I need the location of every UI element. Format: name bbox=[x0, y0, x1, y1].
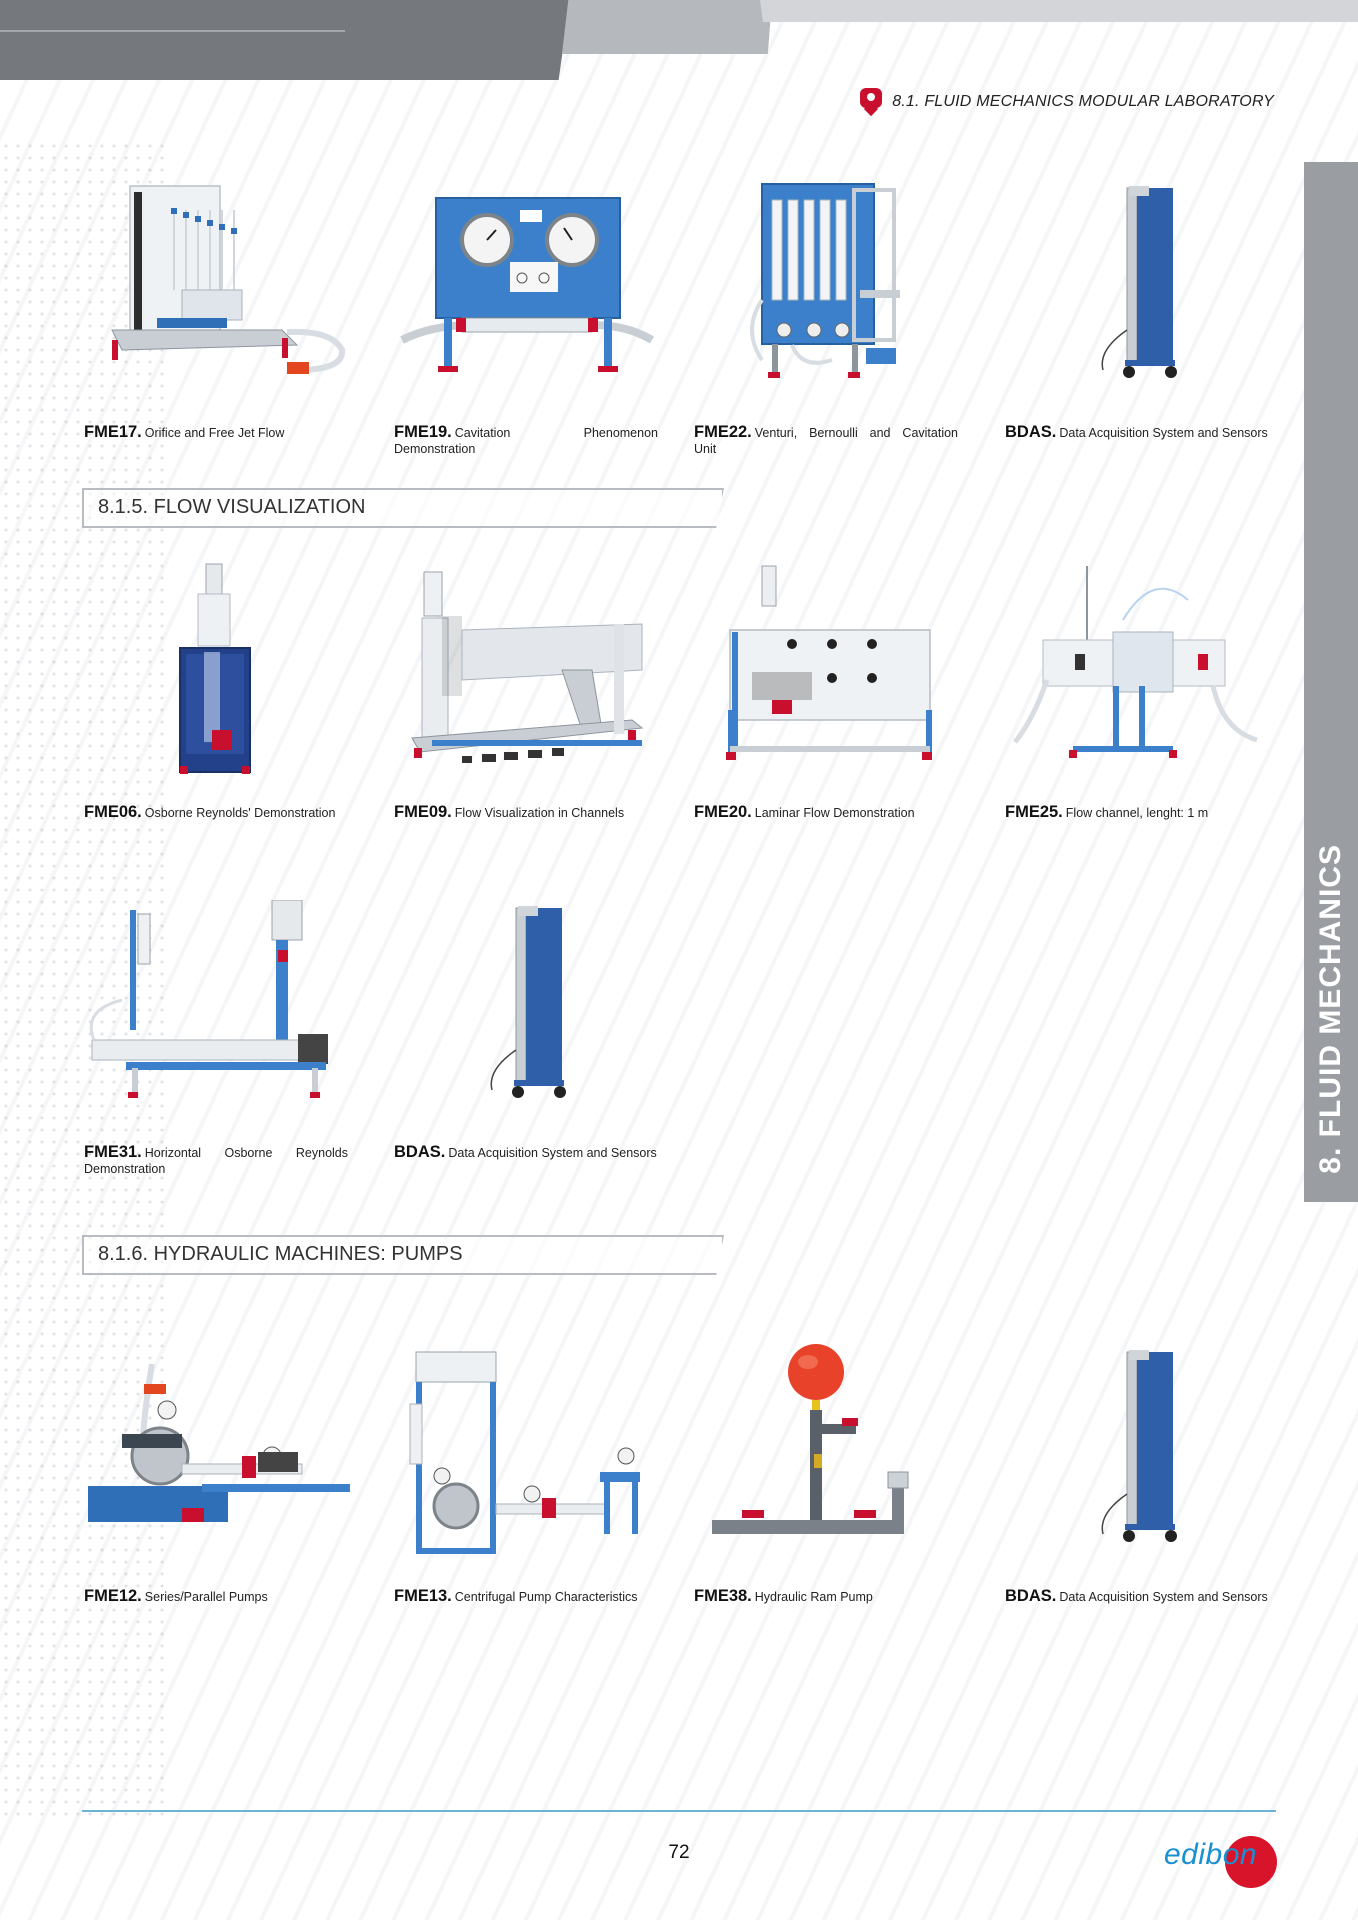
product-caption: FME25.Flow channel, lenght: 1 m bbox=[1005, 804, 1269, 821]
product-code: FME20. bbox=[694, 803, 752, 821]
product-code: FME38. bbox=[694, 1587, 752, 1605]
product-description: Cavitation Phenomenon Demonstration bbox=[394, 426, 658, 456]
product-caption: BDAS.Data Acquisition System and Sensors bbox=[1005, 1588, 1269, 1605]
side-tab bbox=[1304, 162, 1358, 1202]
product-description: Data Acquisition System and Sensors bbox=[448, 1146, 657, 1160]
product-code: FME06. bbox=[84, 803, 142, 821]
subsection-title: 8.1.6. HYDRAULIC MACHINES: PUMPS bbox=[98, 1243, 463, 1265]
product-description: Series/Parallel Pumps bbox=[144, 1590, 268, 1604]
product-description: Flow channel, lenght: 1 m bbox=[1065, 806, 1209, 820]
product-code: BDAS. bbox=[1005, 1587, 1057, 1605]
page-number: 72 bbox=[668, 1842, 690, 1863]
product-caption: BDAS.Data Acquisition System and Sensors bbox=[394, 1144, 658, 1161]
location-pin-icon bbox=[860, 88, 883, 117]
footer-divider bbox=[82, 1810, 1276, 1812]
product-caption: FME31.Horizontal Osborne Reynolds Demons… bbox=[84, 1144, 348, 1177]
product-caption: FME17.Orifice and Free Jet Flow bbox=[84, 424, 348, 441]
product-description: Data Acquisition System and Sensors bbox=[1059, 426, 1268, 440]
section-header: 8.1. FLUID MECHANICS MODULAR LABORATORY bbox=[860, 88, 1274, 117]
product-image-fme12 bbox=[88, 1363, 350, 1522]
section-header-title: 8.1. FLUID MECHANICS MODULAR LABORATORY bbox=[892, 93, 1274, 110]
subsection-hydraulic-machines: 8.1.6. HYDRAULIC MACHINES: PUMPS bbox=[82, 1235, 724, 1275]
product-code: FME31. bbox=[84, 1143, 142, 1161]
product-description: Flow Visualization in Channels bbox=[454, 806, 625, 820]
product-image-fme31 bbox=[89, 900, 328, 1098]
header-band-light bbox=[760, 0, 1358, 22]
product-image-fme13 bbox=[409, 1351, 640, 1554]
product-image-fme17 bbox=[111, 185, 345, 374]
header-band-dark bbox=[0, 0, 570, 80]
product-description: Osborne Reynolds' Demonstration bbox=[144, 806, 336, 820]
product-code: BDAS. bbox=[394, 1143, 446, 1161]
product-description: Orifice and Free Jet Flow bbox=[144, 426, 285, 440]
product-code: FME12. bbox=[84, 1587, 142, 1605]
product-image-fme25 bbox=[1013, 566, 1258, 758]
product-description: Data Acquisition System and Sensors bbox=[1059, 1590, 1268, 1604]
product-caption: FME09.Flow Visualization in Channels bbox=[394, 804, 658, 821]
header-band-mid bbox=[562, 0, 772, 54]
logo-circle-icon bbox=[1225, 1836, 1277, 1888]
product-code: FME13. bbox=[394, 1587, 452, 1605]
product-caption: BDAS.Data Acquisition System and Sensors bbox=[1005, 424, 1269, 441]
product-caption: FME06.Osborne Reynolds' Demonstration bbox=[84, 804, 348, 821]
product-image-bdas bbox=[1101, 186, 1177, 378]
side-tab-label: 8. FLUID MECHANICS bbox=[1314, 844, 1347, 1174]
product-image-fme09 bbox=[411, 571, 644, 763]
background-dot-pattern bbox=[0, 140, 170, 1820]
product-caption: FME12.Series/Parallel Pumps bbox=[84, 1588, 348, 1605]
product-image-fme38 bbox=[712, 1344, 909, 1534]
product-description: Hydraulic Ram Pump bbox=[754, 1590, 873, 1604]
subsection-title: 8.1.5. FLOW VISUALIZATION bbox=[98, 496, 366, 518]
product-image-fme19 bbox=[400, 197, 655, 372]
product-image-fme20 bbox=[726, 565, 932, 760]
product-code: FME17. bbox=[84, 423, 142, 441]
product-image-fme22 bbox=[750, 183, 900, 378]
product-caption: FME19.Cavitation Phenomenon Demonstratio… bbox=[394, 424, 658, 457]
product-image-fme06 bbox=[179, 563, 251, 774]
product-code: FME19. bbox=[394, 423, 452, 441]
product-description: Venturi, Bernoulli and Cavitation Unit bbox=[694, 426, 958, 456]
product-image-bdas bbox=[1101, 1350, 1177, 1542]
product-caption: FME13.Centrifugal Pump Characteristics bbox=[394, 1588, 658, 1605]
product-code: BDAS. bbox=[1005, 423, 1057, 441]
product-image-bdas bbox=[490, 906, 566, 1098]
edibon-logo: edibon bbox=[1164, 1838, 1258, 1871]
product-description: Horizontal Osborne Reynolds Demonstratio… bbox=[84, 1146, 348, 1176]
product-caption: FME22.Venturi, Bernoulli and Cavitation … bbox=[694, 424, 958, 457]
product-description: Laminar Flow Demonstration bbox=[754, 806, 915, 820]
product-caption: FME38.Hydraulic Ram Pump bbox=[694, 1588, 958, 1605]
subsection-flow-visualization: 8.1.5. FLOW VISUALIZATION bbox=[82, 488, 724, 528]
product-description: Centrifugal Pump Characteristics bbox=[454, 1590, 638, 1604]
product-caption: FME20.Laminar Flow Demonstration bbox=[694, 804, 958, 821]
product-code: FME25. bbox=[1005, 803, 1063, 821]
product-code: FME22. bbox=[694, 423, 752, 441]
product-code: FME09. bbox=[394, 803, 452, 821]
header-band-line bbox=[0, 30, 345, 32]
